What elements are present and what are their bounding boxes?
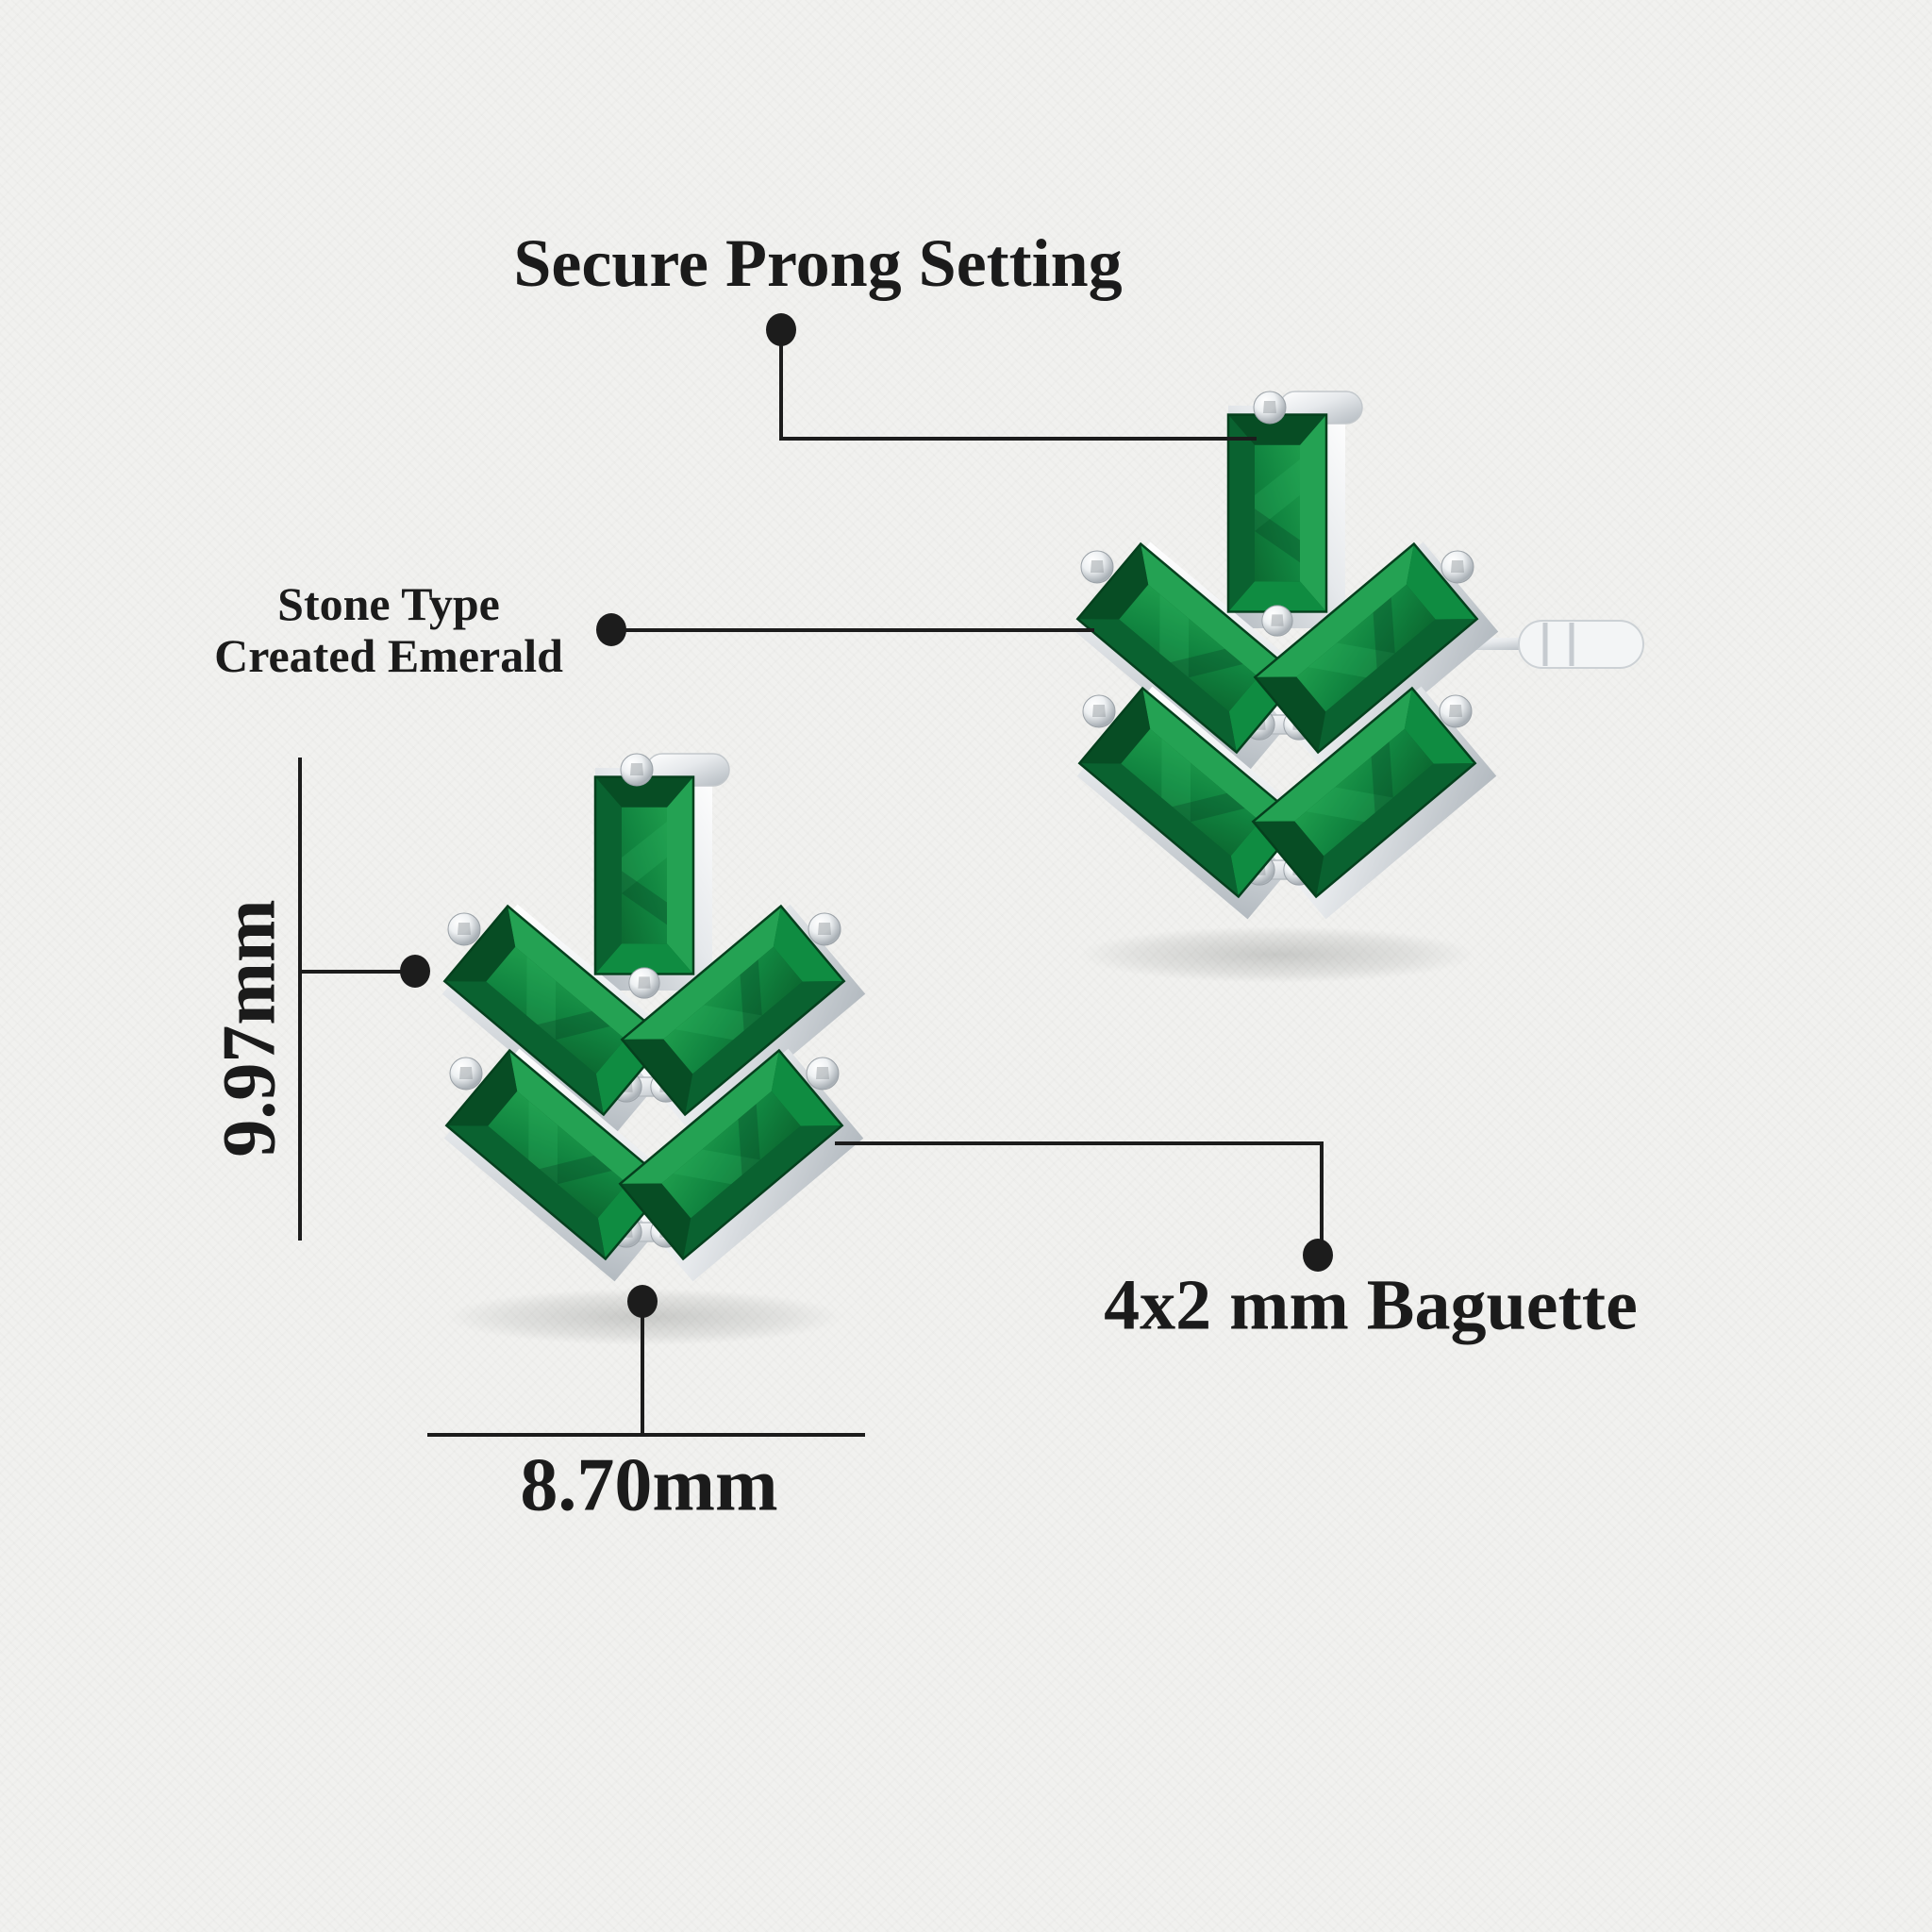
- prong-leader-vertical: [779, 328, 783, 441]
- height-connector: [300, 970, 406, 974]
- stone-size-anchor-dot: [1303, 1239, 1333, 1272]
- stone-size-leader-horizontal: [835, 1141, 1324, 1145]
- width-dimension-line: [427, 1433, 865, 1437]
- stone-type-label: Stone Type Created Emerald: [214, 578, 563, 682]
- prong-leader-horizontal: [779, 437, 1257, 441]
- width-connector: [641, 1300, 644, 1435]
- right-earring-illustration: [1075, 391, 1644, 983]
- width-dimension-label: 8.70mm: [520, 1443, 778, 1527]
- stone-type-line1: Stone Type: [277, 577, 500, 630]
- prong-anchor-dot: [766, 313, 796, 346]
- prong-setting-label: Secure Prong Setting: [513, 225, 1123, 301]
- stone-type-leader: [609, 628, 1094, 632]
- stone-type-anchor-dot: [596, 613, 626, 646]
- stone-type-line2: Created Emerald: [214, 629, 563, 682]
- left-earring-illustration: [442, 754, 865, 1345]
- stone-size-label: 4x2 mm Baguette: [1104, 1265, 1638, 1345]
- width-anchor-dot: [627, 1285, 658, 1318]
- height-anchor-dot: [400, 955, 430, 988]
- stone-size-leader-vertical: [1320, 1143, 1324, 1242]
- height-dimension-label: 9.97mm: [208, 899, 291, 1158]
- height-dimension-line: [298, 758, 302, 1241]
